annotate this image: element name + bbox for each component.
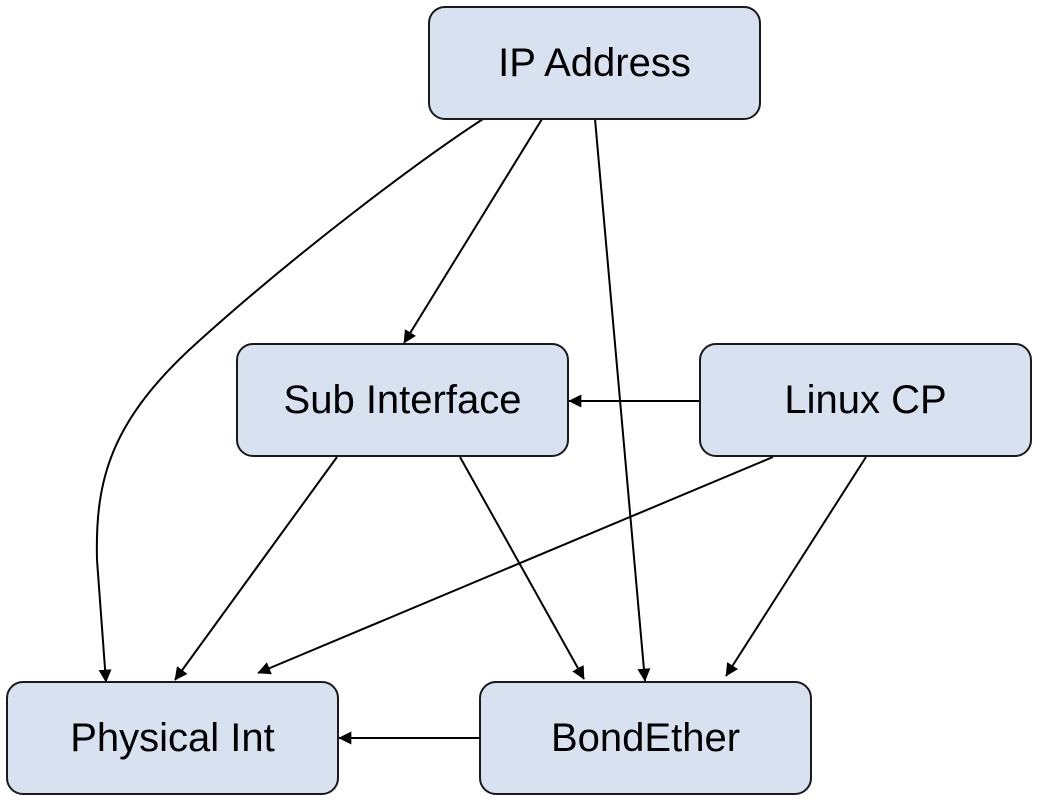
node-physical-int[interactable]: Physical Int (6, 681, 339, 795)
edge-linux-cp-to-physical-int (257, 456, 774, 675)
edge-ip-address-to-sub-interface (403, 118, 543, 344)
edge-sub-interface-to-bond-ether (459, 456, 585, 680)
node-linux-cp[interactable]: Linux CP (699, 343, 1032, 457)
node-ip-address[interactable]: IP Address (428, 6, 761, 120)
node-linux-cp-label: Linux CP (784, 378, 946, 422)
node-bond-ether[interactable]: BondEther (479, 681, 812, 795)
node-sub-interface[interactable]: Sub Interface (236, 343, 569, 457)
node-ip-address-label: IP Address (498, 41, 691, 85)
node-physical-int-label: Physical Int (70, 716, 275, 760)
edge-linux-cp-to-bond-ether (725, 456, 867, 677)
edge-sub-interface-to-physical-int (174, 456, 338, 681)
node-sub-interface-label: Sub Interface (284, 378, 522, 422)
edges (95, 118, 867, 745)
node-bond-ether-label: BondEther (551, 716, 740, 760)
edge-ip-address-to-physical-int (95, 118, 484, 683)
